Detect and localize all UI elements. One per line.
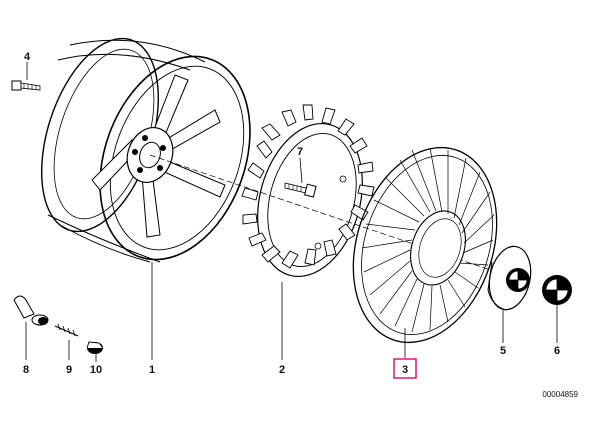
turbine-cover-drawing bbox=[352, 146, 498, 344]
callout-3: 3 bbox=[402, 364, 408, 376]
callout-10: 10 bbox=[90, 364, 102, 376]
emblem-drawing bbox=[542, 275, 572, 305]
callout-4: 4 bbox=[24, 51, 31, 63]
callout-2: 2 bbox=[279, 364, 285, 376]
document-number: 00004859 bbox=[542, 390, 578, 399]
fan-ring-drawing bbox=[241, 104, 375, 278]
callout-5: 5 bbox=[500, 345, 506, 357]
callout-6: 6 bbox=[554, 345, 560, 357]
screw-drawing bbox=[284, 182, 317, 198]
callout-8: 8 bbox=[23, 364, 29, 376]
highlight-box bbox=[393, 358, 417, 379]
callout-9: 9 bbox=[66, 364, 72, 376]
bolt-drawing bbox=[11, 80, 41, 91]
callout-1: 1 bbox=[149, 364, 155, 376]
valve-drawing bbox=[13, 295, 49, 326]
hub-cap-drawing bbox=[487, 245, 532, 311]
assembly-axis-line bbox=[149, 154, 521, 281]
valve-cap-drawing bbox=[86, 341, 104, 354]
valve-insert-drawing bbox=[54, 323, 79, 337]
callout-7: 7 bbox=[297, 146, 303, 158]
rim-drawing bbox=[40, 37, 251, 263]
